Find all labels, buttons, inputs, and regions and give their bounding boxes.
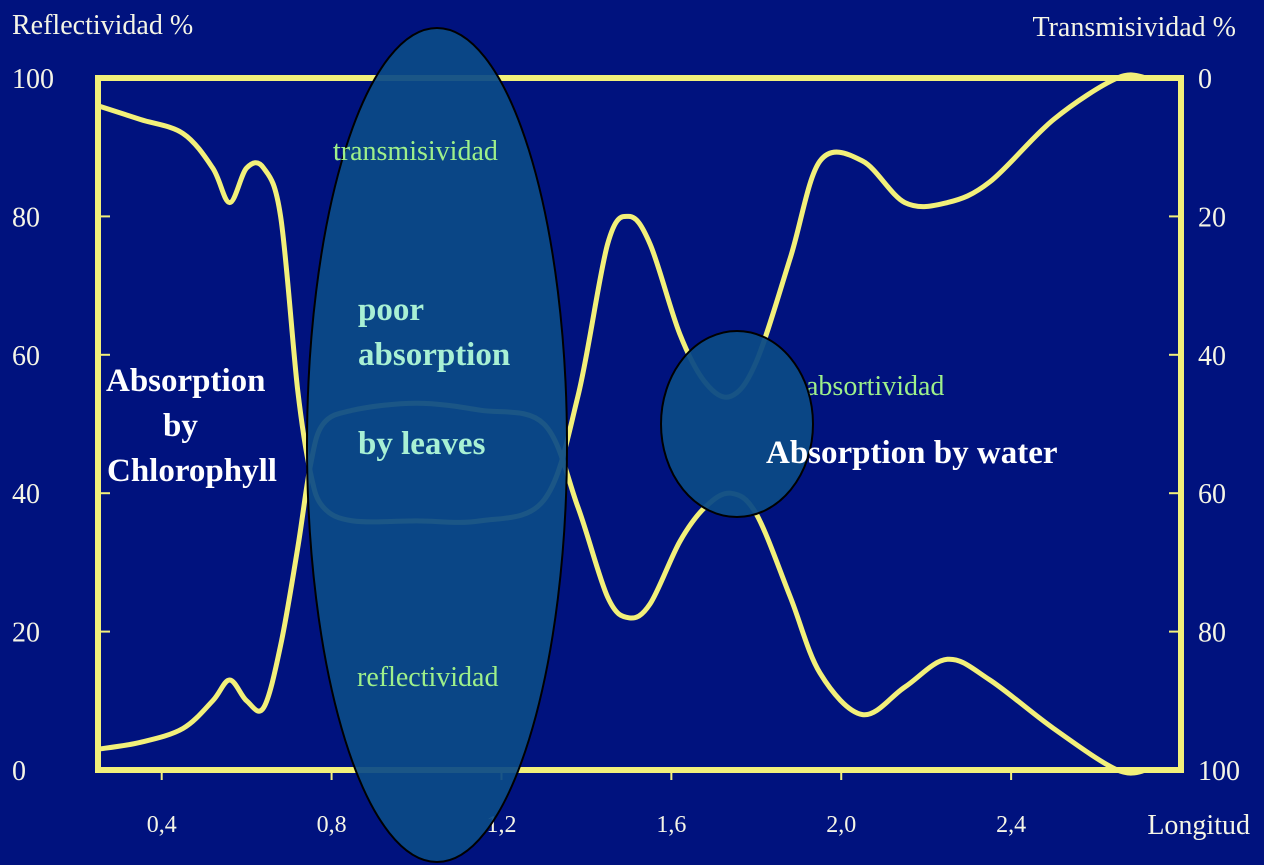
annotation-water: Absorption by water (766, 435, 1058, 471)
plot-frame (95, 75, 1184, 773)
y-left-tick-label: 80 (12, 202, 40, 233)
annotation-chlorophyll-line1: Absorption (106, 363, 266, 399)
y-right-tick-label: 40 (1198, 341, 1226, 372)
annotation-leaves-line3: by leaves (358, 426, 486, 462)
y-right-tick-label: 80 (1198, 618, 1226, 649)
curve-reflectividad (97, 400, 1148, 776)
annotation-chlorophyll-line3: Chlorophyll (107, 453, 277, 489)
y-left-axis-title: Reflectividad % (12, 10, 193, 41)
y-right-tick-label: 100 (1198, 756, 1240, 787)
y-left-tick-label: 60 (12, 341, 40, 372)
x-axis-title: Longitud (1147, 810, 1250, 841)
annotation-leaves-line2: absorption (358, 337, 510, 373)
water-circle (660, 330, 814, 518)
y-right-tick-label: 20 (1198, 202, 1226, 233)
x-tick-label: 0,4 (147, 812, 177, 838)
y-right-tick-label: 60 (1198, 479, 1226, 510)
x-tick-label: 1,6 (656, 812, 686, 838)
x-tick-label: 0,8 (317, 812, 347, 838)
leaves-ellipse (306, 27, 568, 863)
y-left-tick-label: 100 (12, 64, 54, 95)
y-left-tick-label: 0 (12, 756, 26, 787)
annotation-chlorophyll-line2: by (163, 408, 198, 444)
y-right-tick-label: 0 (1198, 64, 1212, 95)
x-tick-label: 2,0 (826, 812, 856, 838)
x-tick-label: 2,4 (996, 812, 1026, 838)
data-curves (97, 72, 1148, 776)
annotation-leaves-line1: poor (358, 292, 424, 328)
curve-transmisividad (97, 72, 1148, 525)
label-transmisividad-overlay: transmisividad (333, 136, 498, 167)
y-left-tick-label: 20 (12, 618, 40, 649)
label-absortividad: absortividad (806, 371, 944, 402)
y-right-axis-title: Transmisividad % (1032, 12, 1236, 43)
y-left-tick-label: 40 (12, 479, 40, 510)
label-reflectividad: reflectividad (357, 662, 498, 693)
